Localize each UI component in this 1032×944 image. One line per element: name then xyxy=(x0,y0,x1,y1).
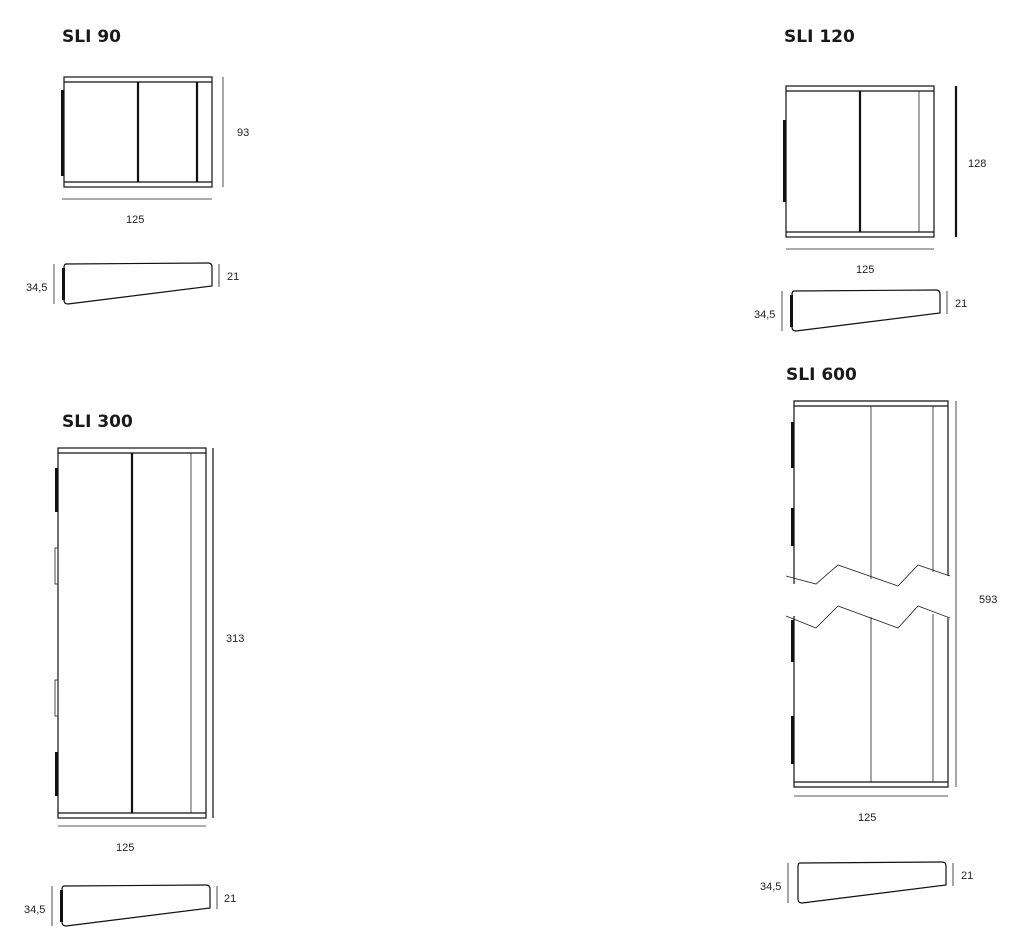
handle-icon xyxy=(55,468,58,512)
model-sli-120: SLI 120 128 125 34,5 21 xyxy=(754,27,986,332)
front-view xyxy=(54,447,207,819)
handle-icon xyxy=(61,90,64,176)
model-title: SLI 120 xyxy=(784,27,855,47)
profile-thickness-label: 21 xyxy=(955,298,967,310)
model-sli-90: SLI 90 93 125 34,5 21 xyxy=(26,27,249,305)
width-label: 125 xyxy=(126,214,144,226)
handle-icon xyxy=(791,422,794,468)
profile-section: 34,5 21 xyxy=(26,262,239,305)
model-title: SLI 600 xyxy=(786,365,857,385)
profile-depth-label: 34,5 xyxy=(24,904,45,916)
model-title: SLI 300 xyxy=(62,412,133,432)
profile-thickness-label: 21 xyxy=(224,893,236,905)
width-label: 125 xyxy=(858,812,876,824)
width-dimension: 125 xyxy=(58,825,206,854)
profile-section: 34,5 21 xyxy=(24,884,236,927)
height-dimension: 593 xyxy=(955,401,997,787)
handle-icon xyxy=(55,752,58,796)
profile-section: 34,5 21 xyxy=(760,861,973,904)
width-label: 125 xyxy=(116,842,134,854)
handle-icon xyxy=(783,120,786,202)
model-title: SLI 90 xyxy=(62,27,121,47)
model-sli-600: SLI 600 593 125 xyxy=(760,365,997,904)
width-dimension: 125 xyxy=(794,795,948,824)
height-dimension: 128 xyxy=(954,86,986,237)
profile-section: 34,5 21 xyxy=(754,289,967,332)
model-sli-300: SLI 300 313 125 34,5 21 xyxy=(24,412,244,927)
height-label: 313 xyxy=(226,633,244,645)
width-label: 125 xyxy=(856,264,874,276)
profile-depth-label: 34,5 xyxy=(26,282,47,294)
profile-depth-label: 34,5 xyxy=(760,881,781,893)
profile-depth-label: 34,5 xyxy=(754,309,775,321)
height-label: 93 xyxy=(237,127,249,139)
width-dimension: 125 xyxy=(62,198,212,226)
front-view xyxy=(61,76,213,188)
height-label: 593 xyxy=(979,594,997,606)
profile-thickness-label: 21 xyxy=(961,870,973,882)
height-label: 128 xyxy=(968,158,986,170)
height-dimension: 93 xyxy=(222,77,249,187)
front-view xyxy=(785,400,951,788)
handle-icon xyxy=(791,620,794,662)
width-dimension: 125 xyxy=(786,248,934,276)
height-dimension: 313 xyxy=(212,448,244,818)
front-view xyxy=(783,85,935,238)
profile-thickness-label: 21 xyxy=(227,271,239,283)
